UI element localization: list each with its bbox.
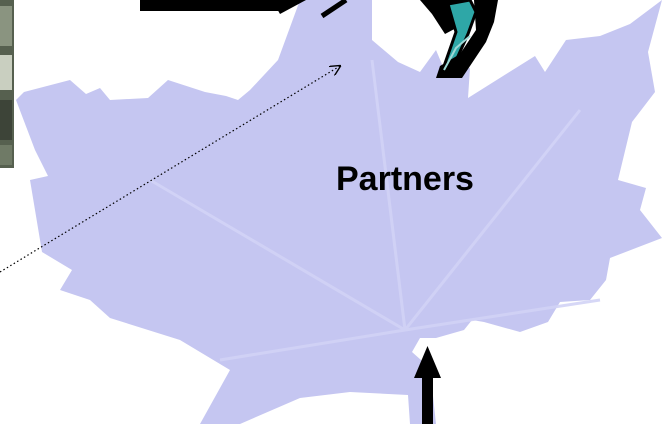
photo-fragment [0,0,14,168]
partners-label: Partners [336,162,474,196]
top-arrow [140,0,306,14]
maple-leaf [16,0,662,424]
